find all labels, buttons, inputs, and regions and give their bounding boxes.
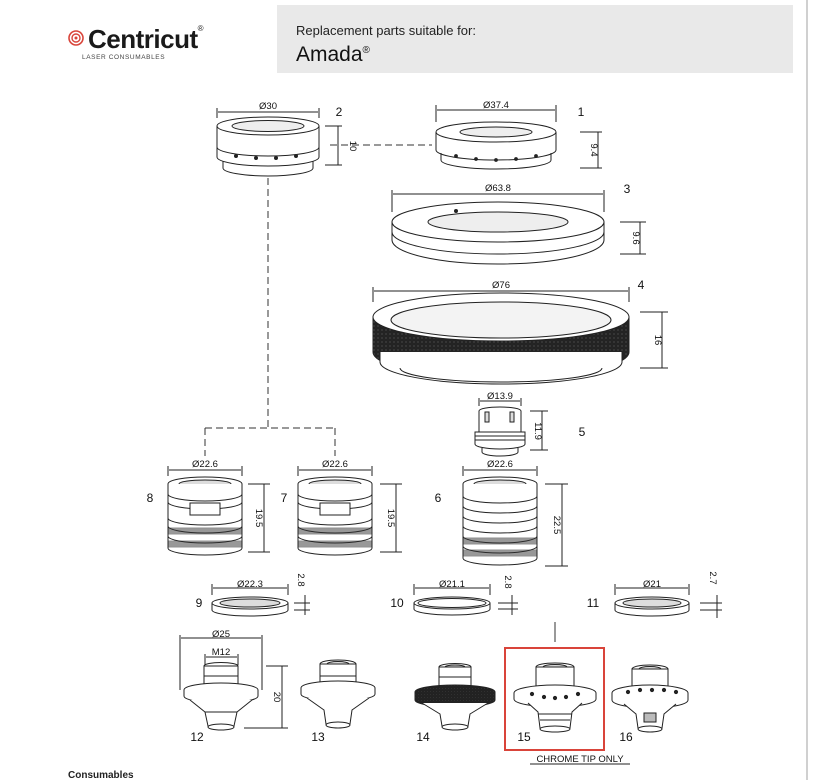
part-7-height: 19.5 [385,509,396,528]
part-12-diameter: Ø25 [212,629,230,640]
part-16: 16 [611,664,689,744]
footer-label: Consumables [68,770,134,781]
part-12: Ø25 M12 20 12 [179,629,288,744]
part-4: Ø76 16 4 [372,278,668,385]
assembly-lines [204,144,432,456]
part-6: Ø22.6 22.5 6 [435,459,568,567]
part-6-height: 22.5 [551,516,562,535]
part-8-diameter: Ø22.6 [192,459,218,470]
part-4-number: 4 [638,278,645,292]
part-1-diameter: Ø37.4 [483,100,509,111]
part-4-diameter: Ø76 [492,280,510,291]
part-3-height: 9.6 [630,231,641,244]
part-9-number: 9 [196,596,203,610]
part-16-number: 16 [619,730,633,744]
part-5: Ø13.9 11.9 5 [474,391,586,457]
part-9-height: 2.8 [295,573,306,586]
part-1-number: 1 [578,105,585,119]
part-5-diameter: Ø13.9 [487,391,513,402]
header-subtitle: Replacement parts suitable for: [296,23,476,38]
part-5-height: 11.9 [532,422,543,440]
part-5-number: 5 [579,425,586,439]
part-13-number: 13 [311,730,325,744]
part-10-height: 2.8 [502,575,513,588]
part-4-height: 16 [652,335,663,346]
part-12-number: 12 [190,730,204,744]
part-8: Ø22.6 19.5 8 [147,459,270,556]
title-reg-mark: ® [362,45,370,56]
part-3-number: 3 [624,182,631,196]
part-2-height: 10 [347,141,358,152]
part-3-diameter: Ø63.8 [485,183,511,194]
part-10-number: 10 [390,596,404,610]
part-15-highlight-box [504,647,605,751]
brand-tagline: LASER CONSUMABLES [82,54,166,61]
part-3: Ø63.8 9.6 3 [391,182,646,265]
part-14: 14 [414,663,496,744]
part-15-note: CHROME TIP ONLY [536,754,624,765]
part-1-height: 9.4 [588,143,599,156]
part-11-height: 2.7 [707,571,718,584]
part-13: 13 [300,659,376,744]
part-10-diameter: Ø21.1 [439,579,465,590]
part-2: Ø30 10 2 [216,101,358,177]
part-12-thread: M12 [212,647,230,658]
part-6-diameter: Ø22.6 [487,459,513,470]
logo-mark-icon [68,30,84,46]
part-1: Ø37.4 9.4 1 [435,100,602,170]
part-2-diameter: Ø30 [259,101,277,112]
part-7-number: 7 [281,491,288,505]
header-panel: Replacement parts suitable for: Amada® [277,5,793,73]
part-8-number: 8 [147,491,154,505]
part-11-diameter: Ø21 [643,579,661,590]
part-14-number: 14 [416,730,430,744]
brand-name: Centricut® [88,24,204,54]
part-7: Ø22.6 19.5 7 [281,459,402,556]
part-10: Ø21.1 2.8 10 [390,575,518,616]
part-9: Ø22.3 2.8 9 [196,573,310,617]
part-8-height: 19.5 [253,509,264,528]
part-2-number: 2 [336,105,343,119]
part-9-diameter: Ø22.3 [237,579,263,590]
header-title: Amada® [296,43,370,66]
part-7-diameter: Ø22.6 [322,459,348,470]
part-12-height: 20 [271,692,282,703]
brand-reg-mark: ® [197,24,204,33]
part-15-number: 15 [517,730,531,744]
part-11-number: 11 [587,596,600,610]
part-6-number: 6 [435,491,442,505]
part-15: 15 [513,662,597,744]
part-11: Ø21 2.7 11 [587,571,722,618]
